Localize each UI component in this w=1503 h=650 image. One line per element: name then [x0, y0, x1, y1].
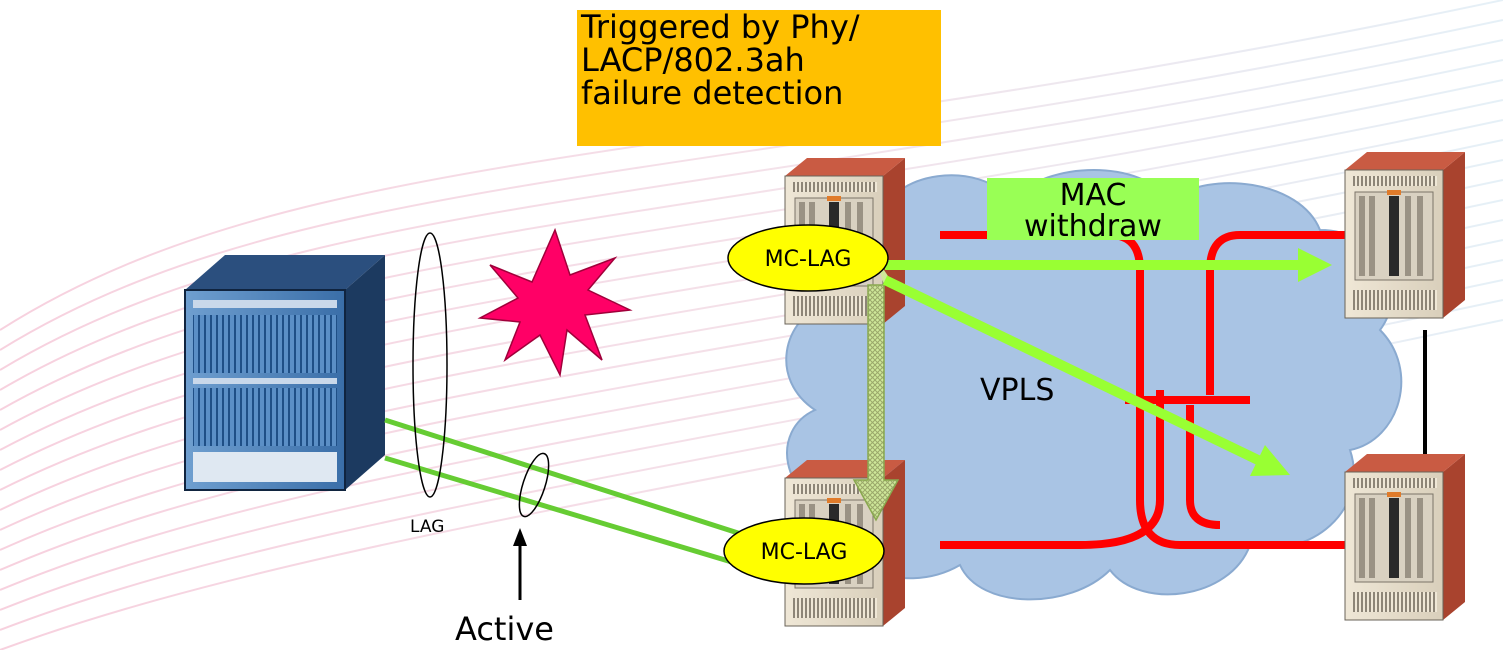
pe-router-bottom-right — [1344, 453, 1466, 621]
access-links — [384, 417, 786, 575]
mac-withdraw-line-1: MAC — [1059, 178, 1127, 213]
mac-withdraw-callout: MAC withdraw — [987, 178, 1199, 244]
active-link-ellipse — [518, 452, 550, 518]
lag-label: LAG — [410, 517, 444, 537]
active-pointer-arrow — [513, 528, 527, 600]
failure-burst-icon — [477, 227, 633, 378]
failure-trigger-callout: Triggered by Phy/ LACP/802.3ah failure d… — [577, 10, 941, 146]
callout-line-3: failure detection — [581, 74, 844, 112]
callout-line-1: Triggered by Phy/ — [581, 8, 860, 46]
mc-lag-top-label: MC-LAG — [765, 247, 852, 272]
access-switch — [184, 255, 385, 491]
mc-lag-bottom-ellipse — [723, 517, 885, 585]
vpls-label: VPLS — [980, 373, 1054, 408]
pe-router-top-right — [1344, 151, 1466, 319]
mac-withdraw-line-2: withdraw — [1024, 209, 1162, 244]
mc-lag-top-ellipse — [727, 224, 889, 292]
active-label: Active — [455, 610, 554, 648]
mc-lag-bottom-label: MC-LAG — [761, 540, 848, 565]
callout-line-2: LACP/802.3ah — [581, 41, 805, 79]
lag-bundle-ellipse — [412, 232, 448, 498]
mac-withdraw-arrows — [882, 248, 1332, 476]
